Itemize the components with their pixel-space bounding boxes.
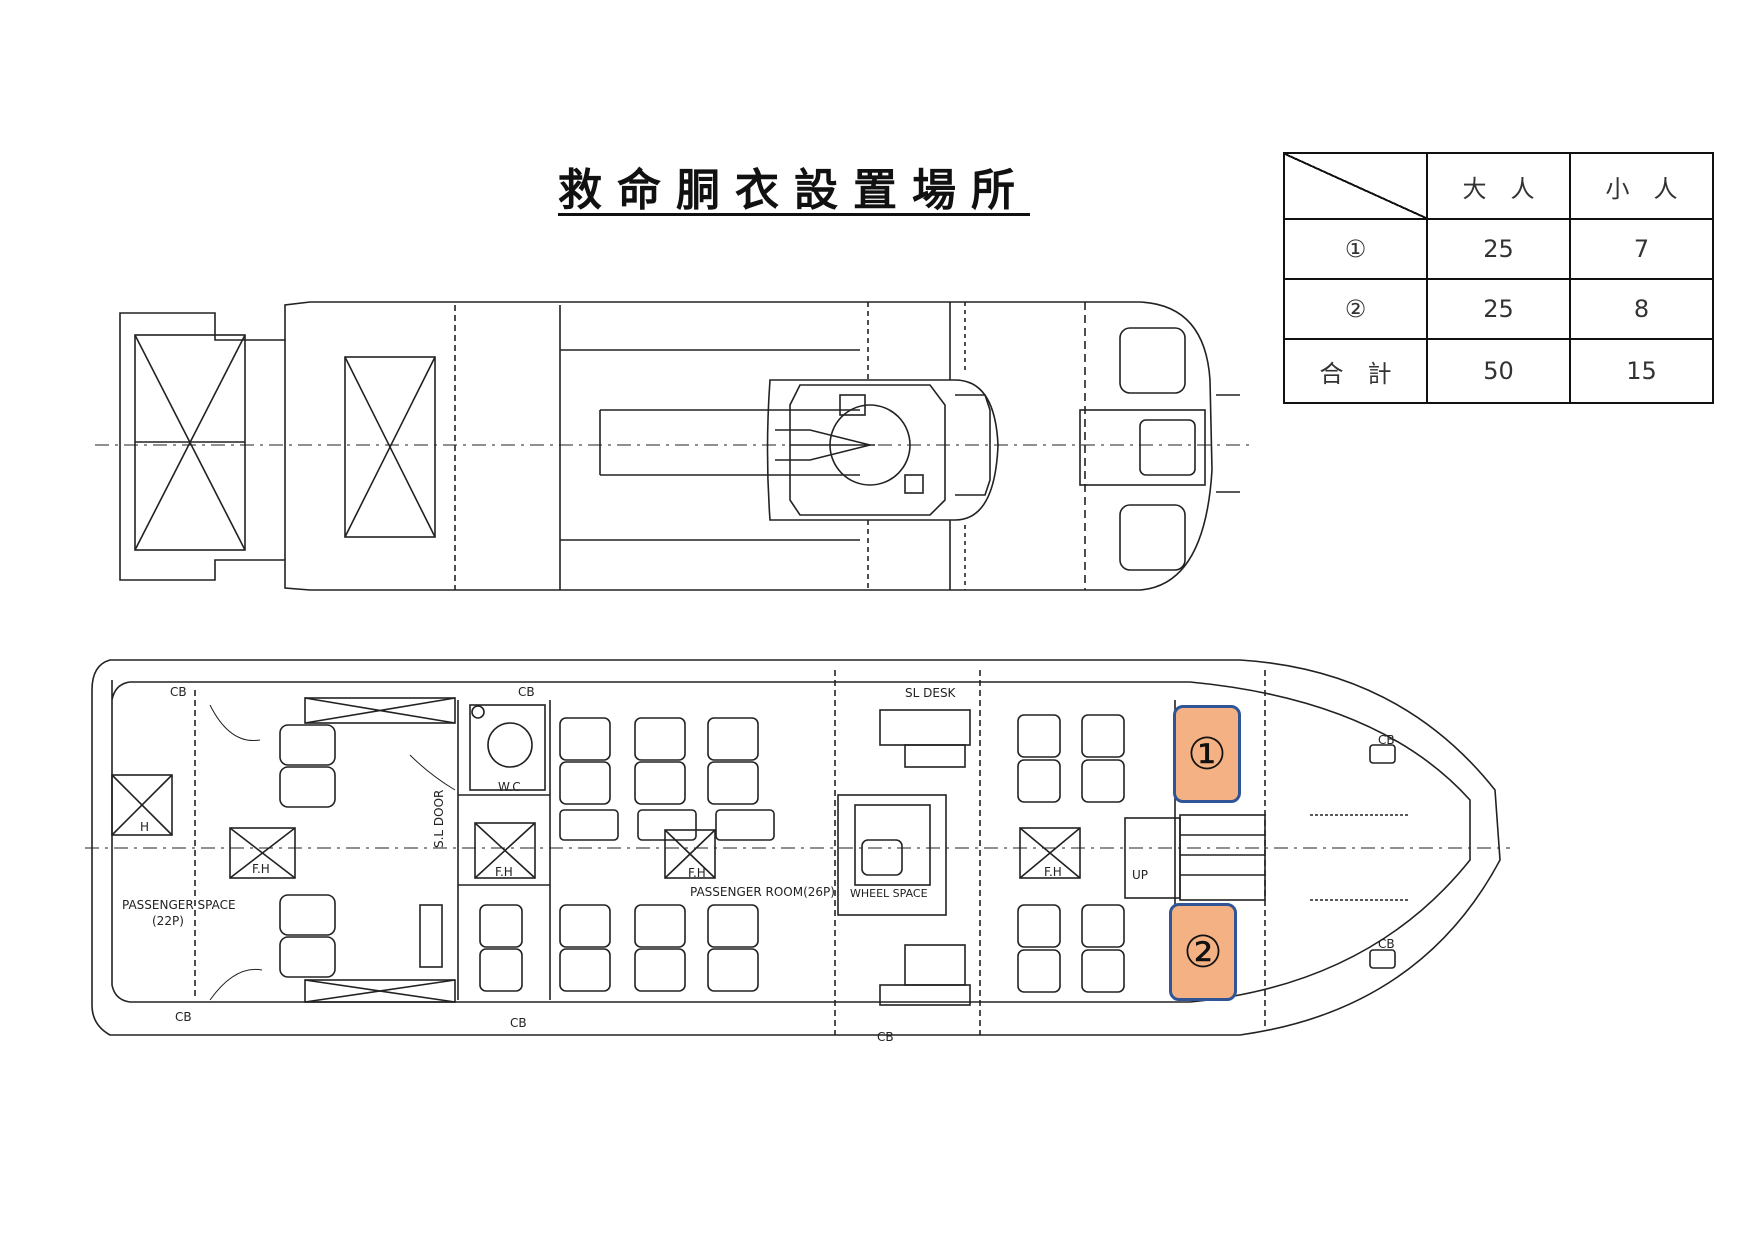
lower-deck-plan <box>85 659 1510 1036</box>
sl-door-label: S.L DOOR <box>432 789 446 848</box>
row-1-adult: 25 <box>1426 218 1571 280</box>
life-jacket-count-table: 大人 小人 ① 25 7 ② 25 8 合計 50 15 <box>1283 152 1714 404</box>
cb-label-1: CB <box>170 685 187 699</box>
fh-label-2: F.H <box>495 865 513 879</box>
up-label: UP <box>1132 868 1149 882</box>
cb-label-6: CB <box>1378 733 1395 747</box>
sl-desk-label: SL DESK <box>905 686 956 700</box>
cb-label-4: CB <box>510 1016 527 1030</box>
row-2-adult: 25 <box>1426 278 1571 340</box>
row-label-total: 合計 <box>1283 338 1428 404</box>
fh-label-1: F.H <box>252 862 270 876</box>
header-adult: 大人 <box>1426 152 1571 220</box>
life-jacket-location-1-marker: ① <box>1173 705 1241 803</box>
h-label: H <box>140 820 150 834</box>
row-2-child: 8 <box>1569 278 1714 340</box>
row-1-child: 7 <box>1569 218 1714 280</box>
passenger-room-label: PASSENGER ROOM(26P) <box>690 885 835 899</box>
cb-label-2: CB <box>175 1010 192 1024</box>
row-label-1: ① <box>1283 218 1428 280</box>
cb-label-5: CB <box>877 1030 894 1044</box>
wc-label: W.C <box>498 780 521 794</box>
total-adult: 50 <box>1426 338 1571 404</box>
fh-label-4: F.H <box>1044 865 1062 879</box>
passenger-space-label: PASSENGER SPACE <box>122 898 236 912</box>
life-jacket-location-2-marker: ② <box>1169 903 1237 1001</box>
wheel-space-label: WHEEL SPACE <box>850 887 928 900</box>
table-corner-cell <box>1283 152 1428 220</box>
header-child: 小人 <box>1569 152 1714 220</box>
fh-label-3: F.H <box>688 866 706 880</box>
total-child: 15 <box>1569 338 1714 404</box>
passenger-space-capacity-label: (22P) <box>152 914 184 928</box>
row-label-2: ② <box>1283 278 1428 340</box>
upper-deck-plan <box>95 301 1250 591</box>
cb-label-3: CB <box>518 685 535 699</box>
cb-label-7: CB <box>1378 937 1395 951</box>
page-title: 救命胴衣設置場所 <box>558 165 1030 216</box>
